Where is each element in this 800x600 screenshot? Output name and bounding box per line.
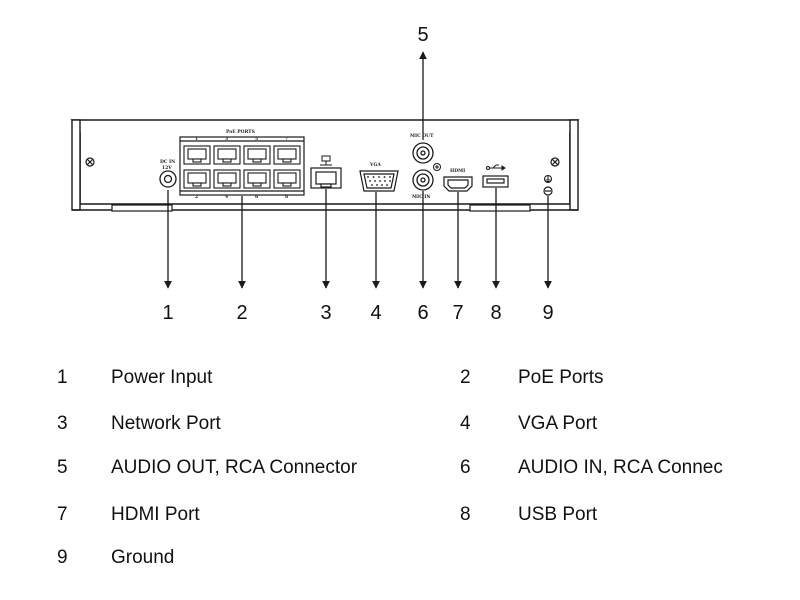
- usb-icon: [486, 164, 506, 171]
- callout-number-2: 2: [236, 302, 248, 324]
- legend-label: Power Input: [111, 367, 213, 388]
- legend-number: 5: [57, 457, 68, 478]
- legend-label: HDMI Port: [111, 504, 200, 525]
- vga-pin: [386, 184, 388, 186]
- vga-pin: [367, 176, 369, 178]
- vga-pin: [381, 184, 383, 186]
- legend-number: 8: [460, 504, 471, 525]
- poe-port-number-bottom: 8: [285, 194, 288, 200]
- mic-in-label: MIC IN: [412, 194, 430, 200]
- legend-number: 4: [460, 413, 471, 434]
- hdmi-port: [443, 176, 473, 192]
- poe-port-number-top: 1: [195, 136, 198, 142]
- network-port: [310, 167, 342, 189]
- legend-label: PoE Ports: [518, 367, 604, 388]
- ground-terminal: [543, 186, 553, 196]
- vga-pin: [378, 176, 380, 178]
- legend-number: 2: [460, 367, 471, 388]
- poe-jacks: [183, 145, 301, 189]
- audio-in-rca: [412, 169, 434, 191]
- poe-jack: [243, 145, 271, 165]
- legend-label: USB Port: [518, 504, 598, 525]
- legend-number: 9: [57, 547, 68, 568]
- callout-number-4: 4: [370, 302, 382, 324]
- legend-label: Ground: [111, 547, 175, 568]
- legend-label: AUDIO IN, RCA Connec: [518, 457, 723, 478]
- vga-pin: [383, 176, 386, 178]
- vga-pin: [372, 176, 375, 178]
- legend-label: AUDIO OUT, RCA Connector: [111, 457, 358, 478]
- callout-number-7: 7: [452, 302, 464, 324]
- vga-pins: [367, 176, 391, 186]
- poe-port-number-top: 3: [225, 136, 228, 142]
- poe-port-number-bottom: 6: [255, 194, 258, 200]
- poe-port-number-top: 5: [255, 136, 258, 142]
- poe-jack: [183, 169, 211, 189]
- leader-lines: [164, 51, 552, 289]
- poe-port-number-bottom: 2: [195, 194, 198, 200]
- plus-circle-icon: [433, 163, 441, 171]
- callout-number-3: 3: [320, 302, 332, 324]
- vga-pin: [389, 180, 391, 182]
- poe-jack: [243, 169, 271, 189]
- callout-number-9: 9: [542, 302, 554, 324]
- screw-icon: [85, 157, 95, 167]
- vga-pin: [374, 180, 376, 182]
- legend-number: 7: [57, 504, 68, 525]
- legend-number: 6: [460, 457, 471, 478]
- vga-label: VGA: [369, 162, 381, 168]
- dc-in-label: DC IN: [160, 159, 175, 165]
- poe-jack: [213, 169, 241, 189]
- network-icon: [320, 155, 332, 166]
- audio-out-rca: [412, 142, 434, 164]
- vga-port: [359, 170, 399, 192]
- poe-jack: [213, 145, 241, 165]
- power-input-connector: [159, 170, 177, 188]
- callout-number-5: 5: [417, 24, 429, 46]
- legend-number: 1: [57, 367, 68, 388]
- vga-pin: [371, 184, 373, 186]
- poe-port-number-bottom: 4: [225, 194, 228, 200]
- callout-number-8: 8: [490, 302, 502, 324]
- poe-jack: [273, 145, 301, 165]
- poe-jack: [183, 145, 211, 165]
- poe-jack: [273, 169, 301, 189]
- vga-pin: [389, 176, 391, 178]
- hdmi-label: HDMI: [450, 168, 465, 174]
- legend-label: Network Port: [111, 413, 221, 434]
- mic-out-label: MIC OUT: [410, 133, 434, 139]
- poe-port-number-top: 7: [285, 136, 288, 142]
- vga-pin: [369, 180, 371, 182]
- vga-pin: [384, 180, 386, 182]
- legend-number: 3: [57, 413, 68, 434]
- ground-icon: [544, 175, 552, 183]
- screw-icon: [550, 157, 560, 167]
- vga-pin: [379, 180, 381, 182]
- vga-pin: [376, 184, 378, 186]
- callout-number-6: 6: [417, 302, 429, 324]
- dc-in-sub-label: 12V: [162, 165, 172, 171]
- legend-label: VGA Port: [518, 413, 598, 434]
- poe-ports-label: PoE PORTS: [226, 129, 255, 135]
- usb-port: [482, 175, 509, 188]
- callout-number-1: 1: [162, 302, 174, 324]
